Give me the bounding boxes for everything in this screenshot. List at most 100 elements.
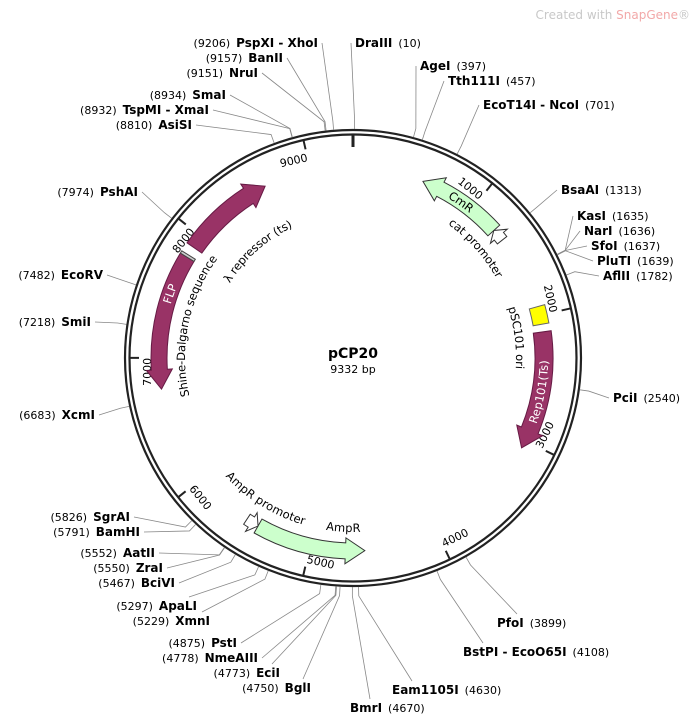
site-xcmi[interactable]: (6683)XcmI [19,405,130,422]
site-label[interactable]: (9206)PspXI - XhoI [194,36,318,50]
site-name: AatII [123,546,155,560]
site-bmri[interactable]: BmrI(4670) [350,586,425,715]
plasmid-backbone [123,128,583,588]
site-banii[interactable]: (9157)BanII [206,51,327,131]
site-xmni[interactable]: (5229)XmnI [133,570,269,628]
site-agei[interactable]: AgeI(397) [413,59,486,138]
site-psti[interactable]: (4875)PstI [168,584,322,650]
ampr-shape[interactable] [253,518,366,565]
site-label[interactable]: BsaAI(1313) [561,183,642,197]
site-draiii[interactable]: DraIII(10) [350,36,421,130]
ampr-promoter-label: AmpR promoter [223,469,307,528]
site-label[interactable]: (7482)EcoRV [18,268,103,282]
site-position: (8810) [116,119,153,132]
feature-flp[interactable]: FLP [145,252,195,390]
site-position: (10) [398,37,421,50]
site-leader-line [350,42,356,130]
cmr-shape[interactable] [422,177,501,237]
site-label[interactable]: (5552)AatII [80,546,155,560]
site-tth111i[interactable]: Tth111I(457) [421,74,536,140]
flp-shape[interactable] [145,252,195,390]
site-zrai[interactable]: (5550)ZraI [93,547,225,575]
site-label[interactable]: (4773)EciI [214,666,280,680]
site-name: XmnI [175,614,210,628]
site-position: (1639) [637,255,674,268]
site-pspxi-xhoi[interactable]: (9206)PspXI - XhoI [194,36,334,130]
site-bstpi-ecoo65i[interactable]: BstPI - EcoO65I(4108) [436,570,609,659]
site-label[interactable]: EcoT14I - NcoI(701) [483,98,615,112]
site-pshai[interactable]: (7974)PshAI [57,185,172,219]
repressor-ts-shape[interactable] [186,183,266,254]
site-label[interactable]: (4778)NmeAIII [162,651,258,665]
site-sfoi[interactable]: SfoI(1637) [557,239,660,255]
psc101-ori-shape[interactable] [528,304,550,327]
site-leader-line [166,547,225,569]
site-label[interactable]: (5229)XmnI [133,614,210,628]
site-label[interactable]: (5297) ApaLI [116,599,197,613]
site-label[interactable]: (6683)XcmI [19,408,95,422]
site-bsaai[interactable]: BsaAI(1313) [529,183,642,214]
tick-2000 [561,307,571,312]
site-position: (5297) [116,600,153,613]
site-position: (8934) [150,89,187,102]
feature-ampr[interactable]: AmpR [253,518,366,565]
site-bamhi[interactable]: (5791)BamHI [53,524,196,539]
tick-label: 4000 [440,526,471,550]
site-label[interactable]: AflII(1782) [603,269,673,283]
site-label[interactable]: (5791)BamHI [53,525,140,539]
site-label[interactable]: KasI(1635) [577,209,649,223]
site-name: BmrI [350,701,382,715]
site-label[interactable]: PluTI(1639) [597,254,674,268]
site-label[interactable]: BmrI(4670) [350,701,425,715]
site-label[interactable]: AgeI(397) [420,59,486,73]
site-eam1105i[interactable]: Eam1105I(4630) [358,586,502,697]
psc101-ori-label: pSC101 ori [505,305,527,370]
site-leader-line [529,189,558,214]
site-ecii[interactable]: (4773)EciI [214,586,337,680]
site-smii[interactable]: (7218)SmiI [19,315,127,329]
shine-dalgarno-sequence-shape[interactable] [179,250,197,263]
site-nrui[interactable]: (9151)NruI [186,66,326,131]
site-label[interactable]: (4750)BglI [242,681,311,695]
site-bgli[interactable]: (4750)BglI [242,586,341,695]
site-label[interactable]: (8810)AsiSI [116,118,192,132]
site-name: ApaLI [159,599,197,613]
site-label[interactable]: (9157)BanII [206,51,283,65]
site-label[interactable]: (7974)PshAI [57,185,138,199]
site-label[interactable]: PfoI(3899) [497,616,566,630]
site-label[interactable]: (8932)TspMI - XmaI [80,103,209,117]
site-label[interactable]: (7218)SmiI [19,315,91,329]
site-label[interactable]: (5826)SgrAI [51,510,130,524]
rep101-ts-shape[interactable] [516,330,554,449]
site-nmeaiii[interactable]: (4778)NmeAIII [162,586,337,665]
site-label[interactable]: (5550)ZraI [93,561,163,575]
tick-8000 [178,218,187,226]
site-aatii[interactable]: (5552)AatII [80,546,225,560]
site-apali[interactable]: (5297) ApaLI [116,566,259,613]
site-label[interactable]: (5467)BciVI [98,576,175,590]
restriction-sites: (9206)PspXI - XhoI(9157)BanII(9151)NruI (… [18,36,680,715]
site-pfoi[interactable]: PfoI(3899) [465,556,566,630]
site-sgrai[interactable]: (5826)SgrAI [51,510,193,528]
ampr-promoter-shape[interactable] [242,511,259,533]
site-label[interactable]: (4875)PstI [168,636,237,650]
site-label[interactable]: PciI(2540) [613,391,680,405]
site-label[interactable]: (9151)NruI [186,66,258,80]
site-aflii[interactable]: AflII(1782) [566,269,673,283]
site-label[interactable]: NarI(1636) [584,224,655,238]
site-ecot14i-ncoi[interactable]: EcoT14I - NcoI(701) [456,98,615,155]
site-pcii[interactable]: PciI(2540) [579,389,680,405]
site-name: BsaAI [561,183,599,197]
site-label[interactable]: Eam1105I(4630) [392,683,501,697]
site-tspmi-xmai[interactable]: (8932)TspMI - XmaI [80,103,293,138]
site-label[interactable]: Tth111I(457) [448,74,536,88]
site-label[interactable]: (8934)SmaI [150,88,226,102]
site-label[interactable]: DraIII(10) [355,36,421,50]
cat-promoter-shape[interactable] [489,228,509,245]
site-label[interactable]: SfoI(1637) [591,239,660,253]
site-asisi[interactable]: (8810)AsiSI [116,118,275,144]
site-pluti[interactable]: PluTI(1639) [557,250,674,268]
site-label[interactable]: BstPI - EcoO65I(4108) [463,645,609,659]
site-bcivi[interactable]: (5467)BciVI [98,554,236,590]
site-ecorv[interactable]: (7482)EcoRV [18,268,137,286]
